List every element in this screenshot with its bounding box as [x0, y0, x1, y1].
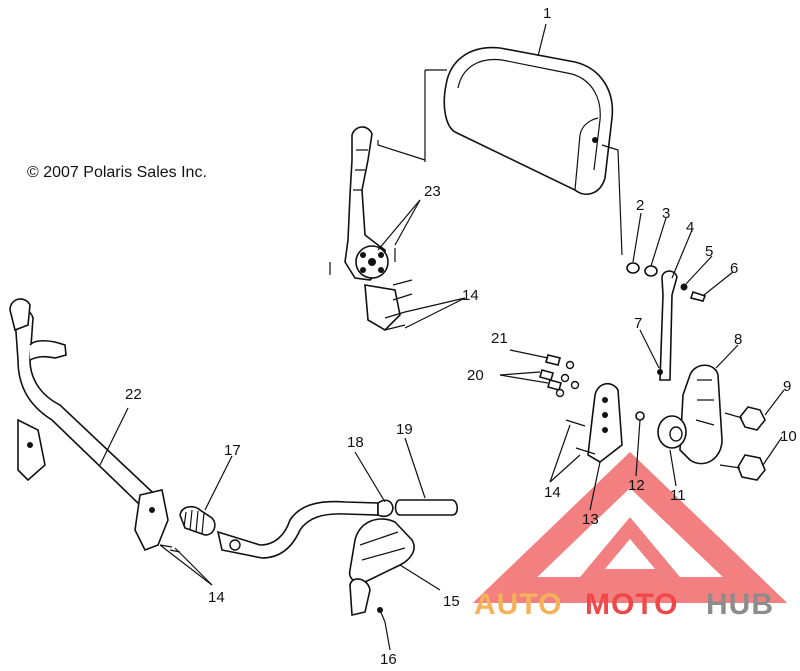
- watermark-text: AUTO MOTO HUB: [474, 588, 774, 621]
- part-19-tube-grip: [394, 499, 459, 516]
- callout-labels: 1 2 3 4 5 6 7 8 9 10 11 12 13 14 14 14 1…: [125, 5, 797, 668]
- callout-16: 16: [380, 651, 397, 666]
- callout-15: 15: [443, 593, 460, 610]
- leader-line-23-cushion: [377, 140, 426, 161]
- bolts-group-14-bottom: [159, 544, 181, 553]
- watermark-auto: AUTO: [474, 588, 562, 621]
- part-13-plate-bracket: [587, 382, 623, 463]
- callout-19: 19: [396, 421, 413, 438]
- part-backrest-cushion: [443, 46, 614, 195]
- callout-18: 18: [347, 434, 364, 451]
- part-5-nut: [680, 283, 688, 291]
- callout-22: 22: [125, 386, 142, 403]
- part-16-screw: [377, 607, 386, 623]
- bolts-group-14-top: [384, 279, 413, 331]
- callout-6: 6: [730, 260, 738, 277]
- part-17-grip: [179, 505, 216, 536]
- callout-2: 2: [636, 197, 644, 214]
- callout-5: 5: [705, 243, 713, 260]
- watermark-triangle-inner: [575, 517, 685, 583]
- callout-14-right: 14: [544, 484, 561, 501]
- part-3-washer: [644, 265, 658, 277]
- part-4-arm: [659, 270, 678, 381]
- part-22-tube-bar: [9, 298, 169, 552]
- part-6-bolt: [689, 290, 707, 302]
- callout-20: 20: [467, 367, 484, 384]
- watermark-logo: [472, 451, 788, 603]
- callout-10: 10: [780, 428, 797, 445]
- watermark-triangle-outer: [472, 451, 788, 603]
- callout-1: 1: [543, 5, 551, 22]
- callout-4: 4: [686, 219, 694, 236]
- leader-line-cushion-right: [601, 144, 623, 256]
- callout-23: 23: [424, 183, 441, 200]
- part-7-screw: [657, 369, 663, 375]
- parts-20-21-hardware: [539, 354, 580, 398]
- watermark-hub: HUB: [706, 588, 774, 621]
- part-12-nut: [635, 411, 645, 421]
- callout-12: 12: [628, 477, 645, 494]
- bolts-group-14-right: [565, 419, 596, 455]
- callout-13: 13: [582, 511, 599, 528]
- copyright-text: © 2007 Polaris Sales Inc.: [27, 164, 207, 181]
- part-left-bracket-assembly: [329, 126, 401, 332]
- part-9-knob: [724, 406, 766, 431]
- part-15-cone-support: [348, 518, 415, 616]
- callout-17: 17: [224, 442, 241, 459]
- part-10-knob: [719, 454, 766, 481]
- callout-leaders: [99, 23, 785, 651]
- callout-11: 11: [670, 487, 686, 504]
- callout-21: 21: [491, 330, 508, 347]
- part-18-end-cap: [377, 499, 394, 518]
- watermark-moto: MOTO: [585, 588, 678, 621]
- callout-9: 9: [783, 378, 791, 395]
- callout-3: 3: [662, 205, 670, 222]
- part-11-roller: [657, 415, 687, 449]
- callout-8: 8: [734, 331, 742, 348]
- callout-14-bottom: 14: [208, 589, 225, 606]
- part-8-side-bracket: [679, 364, 723, 465]
- callout-7: 7: [634, 315, 642, 332]
- callout-14-top: 14: [462, 287, 479, 304]
- part-2-washer: [626, 262, 640, 274]
